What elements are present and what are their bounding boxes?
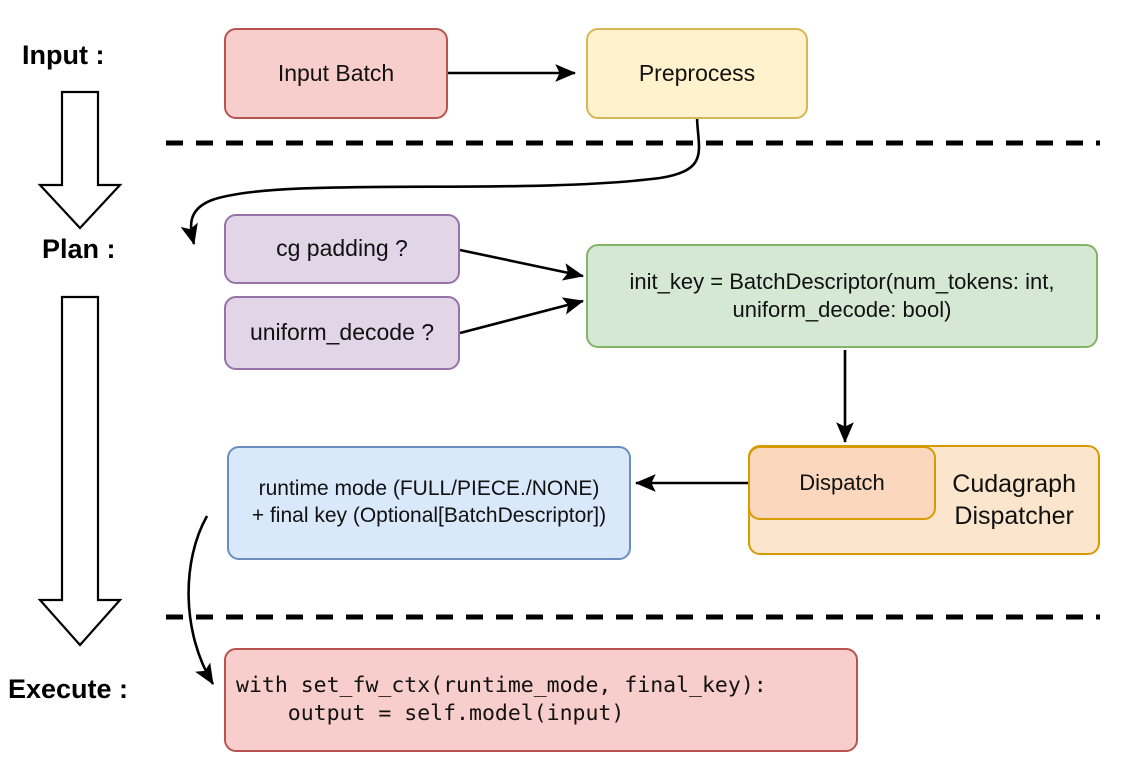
node-input-batch[interactable]: Input Batch bbox=[224, 28, 448, 119]
node-execute-code[interactable]: with set_fw_ctx(runtime_mode, final_key)… bbox=[224, 648, 858, 752]
edge-cg-padding-to-init-key bbox=[459, 248, 585, 281]
node-runtime-mode[interactable]: runtime mode (FULL/PIECE./NONE) + final … bbox=[227, 446, 631, 560]
stage-label-input: Input : bbox=[22, 40, 105, 70]
edge-uniform-decode-to-init-key bbox=[459, 297, 585, 335]
edge-runtime-mode-to-execute-code bbox=[187, 515, 215, 685]
node-dispatch[interactable]: Dispatch bbox=[748, 446, 936, 520]
node-uniform-decode[interactable]: uniform_decode ? bbox=[224, 296, 460, 370]
node-init-key[interactable]: init_key = BatchDescriptor(num_tokens: i… bbox=[586, 244, 1098, 348]
plan-to-execute-flow-arrow bbox=[37, 295, 123, 647]
stage-label-plan: Plan : bbox=[42, 234, 116, 264]
node-preprocess[interactable]: Preprocess bbox=[586, 28, 808, 119]
input-to-plan-flow-arrow bbox=[37, 90, 123, 230]
stage-label-execute: Execute : bbox=[8, 674, 129, 704]
node-cg-padding[interactable]: cg padding ? bbox=[224, 214, 460, 284]
